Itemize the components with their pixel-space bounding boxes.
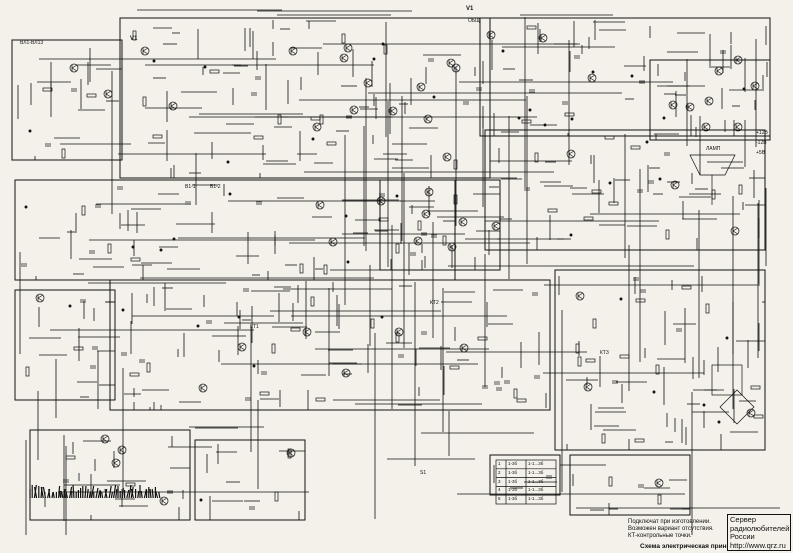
switch-table-cell: 1-3б [508,487,518,493]
label-v1: V1 [130,36,138,42]
switch-table-cell: 1-3б [508,496,518,502]
title-line-3: России [730,532,755,541]
block-frames [11,17,771,521]
switch-table-cell: 1-3б [508,461,518,466]
wire-layer [17,9,780,535]
title-url: http://www.qrz.ru [730,540,786,550]
title-block: Сервер радиолюбителей России http://www.… [727,514,791,551]
label-kt2: КТ2 [430,300,439,306]
switch-table-cell: 3 [498,478,501,484]
label-kt1: КТ1 [250,324,259,330]
label-minus12: -12В [756,140,767,146]
switch-table-cell: 1-1...3б [528,487,544,493]
title-line-2: радиолюбителей [730,523,790,533]
label-switch-b1: В1-1 [185,184,196,190]
schematic-caption: Схема электрическая принципиальная [640,543,766,550]
label-common: ОБЩ [468,18,480,24]
switch-table-cell: 5 [498,496,501,502]
note-1: Подключат при изготовлении. [628,519,711,525]
switch-table-cell: 1-3б [508,469,518,475]
switch-table-cell: 1-1...3б [528,469,544,475]
note-2: Возможен вариант отсутствия. [628,526,714,532]
switch-table-cell: 1-1...3б [528,496,544,502]
label-lamp: ЛАМП [706,146,721,152]
switch-table-cell: 4 [498,487,501,493]
title-line-1: Сервер [730,515,757,524]
label-input-connector: ВЛ1-ВЛ13 [20,40,44,46]
switch-table-cell: 1 [498,461,501,466]
switch-table-cell: 1-1...3б [528,478,544,484]
switch-table [495,459,557,505]
label-plus5: +5В [756,150,766,156]
switch-table-cell: 2 [498,469,501,475]
label-kt3: КТ3 [600,350,609,356]
label-plus12: +12В [756,130,768,136]
component-layer [21,25,764,510]
label-s1: S1 [420,470,427,476]
label-switch-b2: В1-2 [210,184,221,190]
note-3: КТ-контрольные точки. [628,533,692,539]
label-v1b: V1 [466,6,474,12]
switch-table-cell: 1-3б [508,478,518,484]
switch-table-cell: 1-1...3б [528,461,544,466]
